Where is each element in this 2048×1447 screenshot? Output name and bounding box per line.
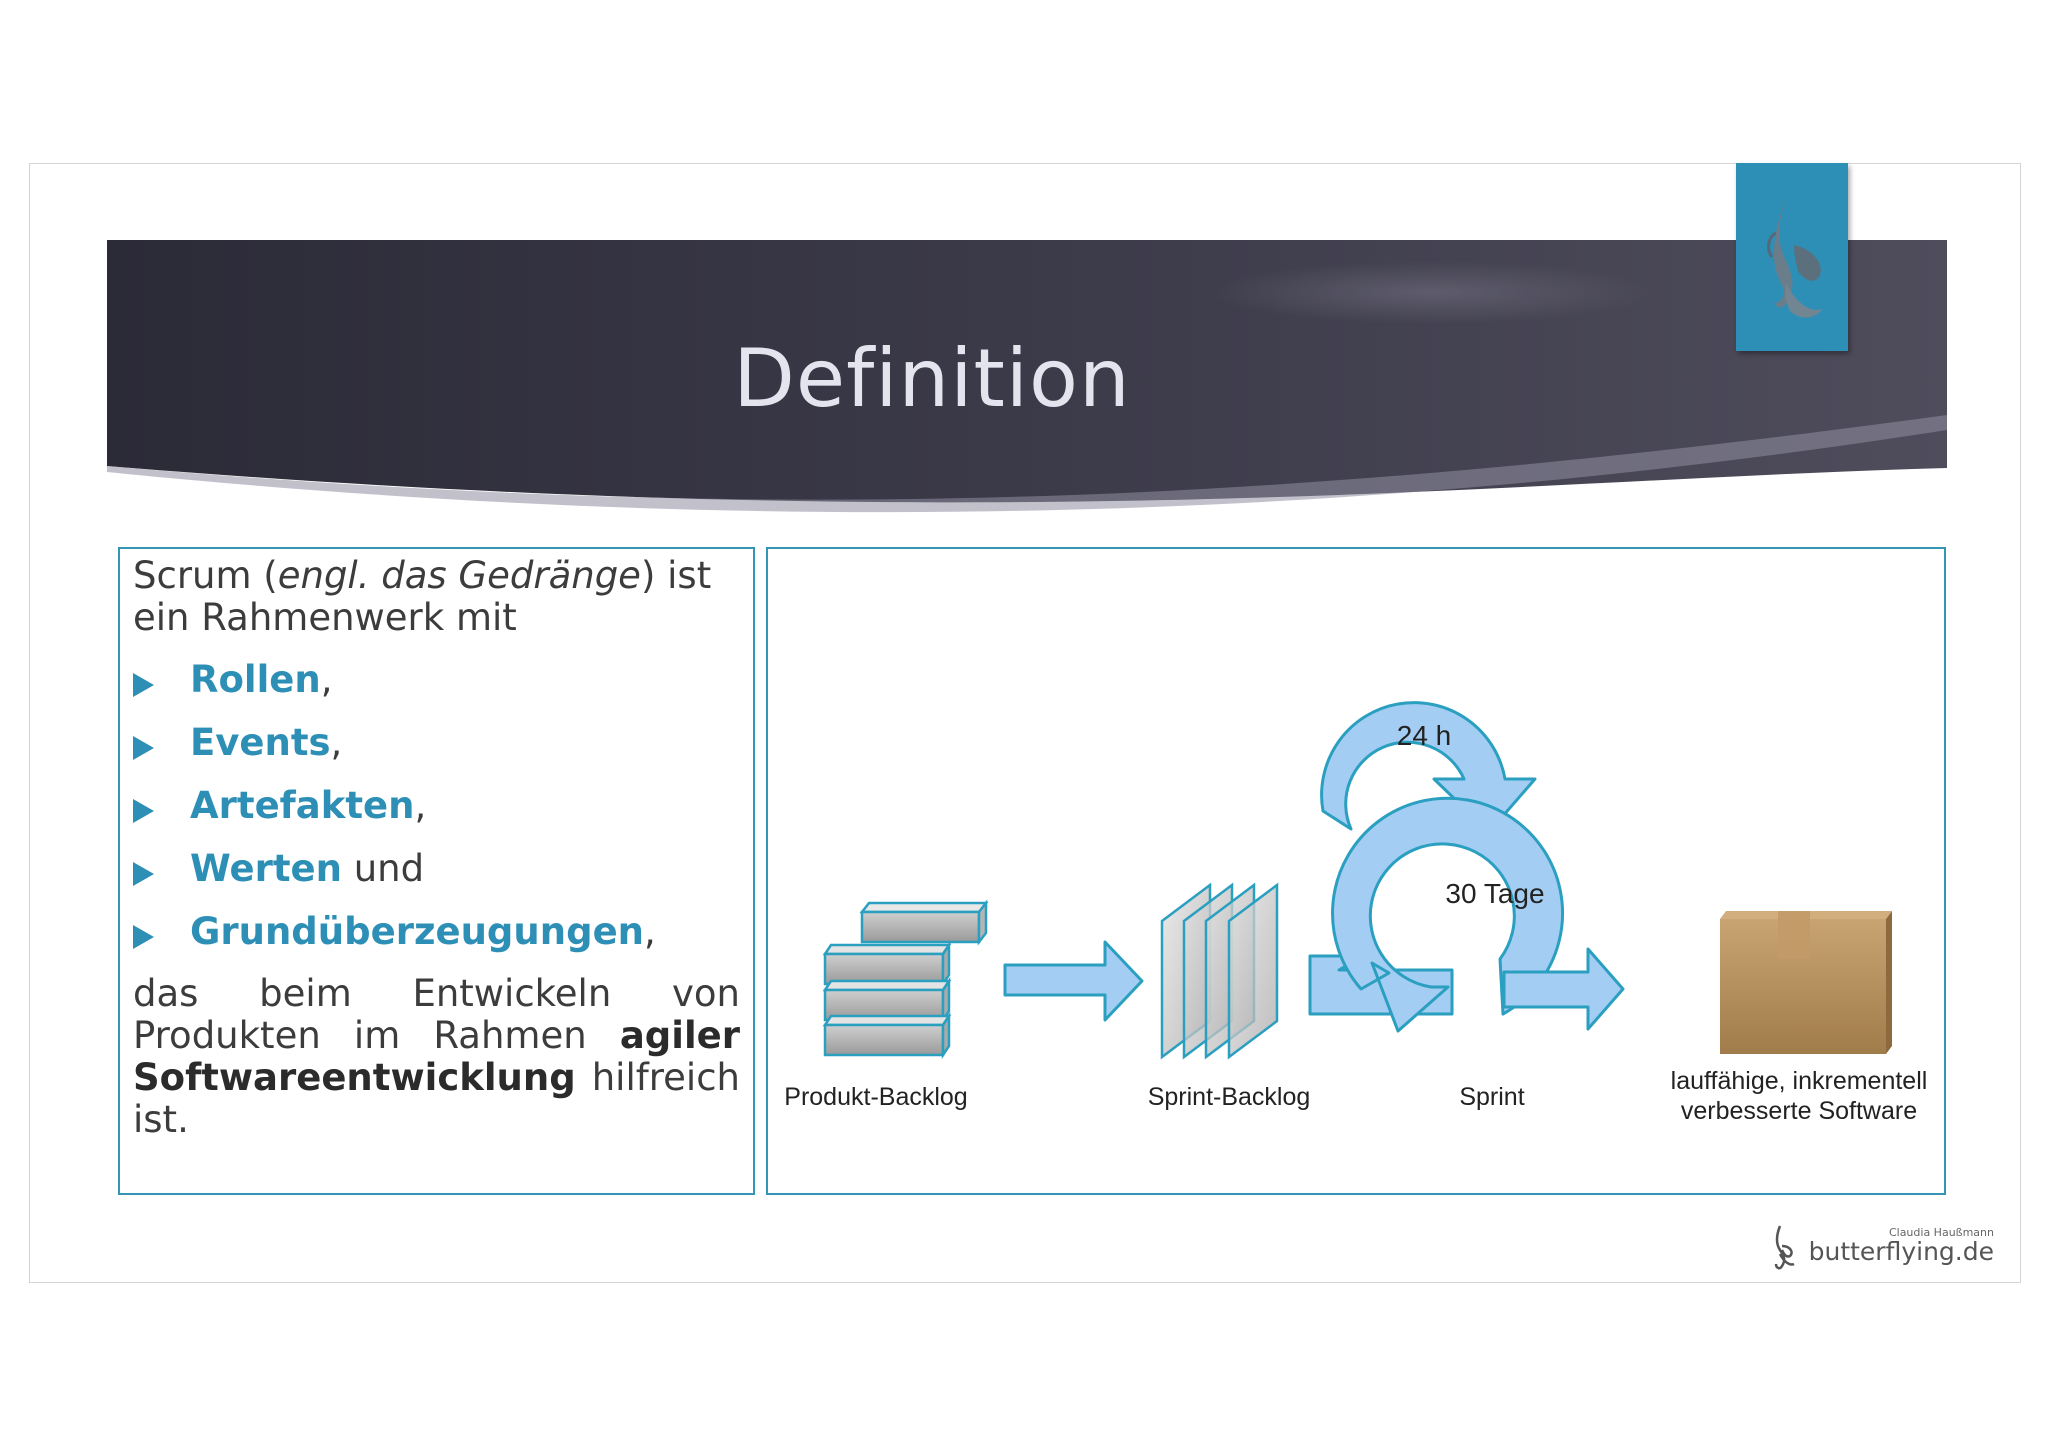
butterfly-icon — [1774, 1225, 1795, 1270]
footer-brand-name: butterflying.de — [1809, 1237, 1994, 1266]
intro-text-part: Scrum ( — [133, 554, 278, 597]
product-backlog-stack-icon — [822, 899, 989, 1060]
sprint-label: Sprint — [1459, 1083, 1524, 1111]
slide-title: Definition — [733, 332, 1131, 425]
bullet-keyword: Events — [190, 721, 331, 764]
outro-text: das beim Entwickeln von Produkten im Rah… — [133, 973, 740, 1141]
increment-label-line2: verbesserte Software — [1681, 1097, 1917, 1125]
bullet-keyword: Grundüberzeugungen — [190, 910, 645, 953]
software-increment-box-icon — [1720, 911, 1892, 1054]
footer-brand-subtitle: Claudia Haußmann — [1889, 1226, 1994, 1239]
bullet-suffix: , — [414, 784, 427, 827]
triangle-bullet-icon — [133, 736, 154, 760]
bullet-suffix: , — [644, 910, 656, 953]
intro-translation: engl. das Gedränge — [277, 554, 641, 597]
definition-text-box: Scrum (engl. das Gedränge) ist ein Rahme… — [118, 547, 755, 1195]
sprint-cycle-label: 30 Tage — [1445, 878, 1544, 909]
footer-brand-logo: Claudia Haußmann butterflying.de — [1774, 1225, 1994, 1270]
bullet-suffix: , — [330, 721, 343, 764]
product-backlog-label: Produkt-Backlog — [784, 1083, 967, 1111]
bullet-keyword: Artefakten — [190, 784, 415, 827]
list-item: Werten und — [133, 847, 733, 897]
flow-arrow-icon — [1003, 940, 1144, 1022]
sprint-cycle-arrows-icon — [1308, 701, 1625, 1033]
bullet-keyword: Werten — [190, 847, 342, 890]
daily-cycle-label: 24 h — [1397, 720, 1452, 751]
list-item: Events, — [133, 721, 733, 771]
bullet-suffix: und — [341, 847, 425, 890]
sprint-backlog-sheets-icon — [1160, 882, 1279, 1060]
increment-label-line1: lauffähige, inkrementell — [1671, 1067, 1928, 1095]
outro-text-part: das beim Entwickeln von Produkten im Rah… — [133, 972, 740, 1057]
triangle-bullet-icon — [133, 673, 154, 697]
butterfly-icon — [1767, 193, 1822, 318]
outro-emphasis: agiler Softwareentwicklung — [133, 1014, 740, 1099]
intro-text: Scrum (engl. das Gedränge) ist ein Rahme… — [133, 555, 740, 639]
outro-text-part: hilfreich ist. — [133, 1056, 740, 1141]
triangle-bullet-icon — [133, 799, 154, 823]
sprint-backlog-label: Sprint-Backlog — [1148, 1083, 1311, 1111]
butterfly-logo-tab — [1736, 163, 1848, 351]
list-item: Artefakten, — [133, 784, 733, 834]
scrum-process-diagram: 24 h 30 Tage Produkt-Backlog Sprint-Back… — [766, 547, 1946, 1195]
title-banner — [107, 240, 1947, 513]
list-item: Rollen, — [133, 658, 733, 708]
intro-text-part: ) ist ein Rahmenwerk mit — [133, 554, 712, 639]
triangle-bullet-icon — [133, 925, 154, 949]
bullet-keyword: Rollen — [190, 658, 321, 701]
triangle-bullet-icon — [133, 862, 154, 886]
bullet-suffix: , — [320, 658, 333, 701]
list-item: Grundüberzeugungen, — [133, 910, 733, 960]
